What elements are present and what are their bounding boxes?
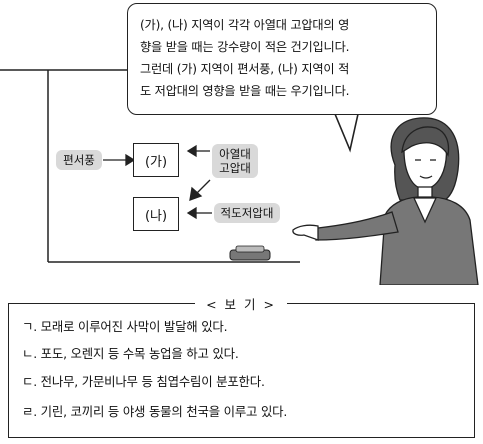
speech-bubble [127, 3, 437, 115]
subtropical-high-label: 아열대 고압대 [212, 144, 258, 178]
subtropical-high-line: 아열대 [219, 147, 251, 161]
region-na-box: (나) [133, 197, 179, 231]
bogi-title: < 보 기 > [195, 294, 287, 312]
bogi-item: ㄱ. 모래로 이루어진 사막이 발달해 있다. [22, 319, 228, 334]
region-ga-box: (가) [133, 143, 179, 177]
teacher-scene: (가), (나) 지역이 각각 아열대 고압대의 영 향을 받을 때는 강수량이… [0, 3, 479, 285]
speech-line: 향을 받을 때는 강수량이 적은 건기입니다. [140, 40, 350, 54]
equatorial-low-label: 적도저압대 [214, 203, 280, 223]
blackboard-illustration [0, 69, 479, 285]
speech-text: (가), (나) 지역이 각각 아열대 고압대의 영 향을 받을 때는 강수량이… [140, 14, 430, 102]
bogi-item: ㄴ. 포도, 오렌지 등 수목 농업을 하고 있다. [22, 346, 239, 361]
subtropical-high-line: 고압대 [219, 161, 251, 175]
speech-line: 도 저압대의 영향을 받을 때는 우기입니다. [140, 84, 350, 98]
teacher-figure [292, 117, 479, 285]
bogi-item: ㄹ. 기린, 코끼리 등 야생 동물의 천국을 이루고 있다. [22, 404, 288, 419]
speech-line: (가), (나) 지역이 각각 아열대 고압대의 영 [140, 18, 350, 32]
westerlies-label: 편서풍 [56, 150, 102, 170]
speech-line: 그런데 (가) 지역이 편서풍, (나) 지역이 적 [140, 62, 350, 76]
bogi-item: ㄷ. 전나무, 가문비나무 등 침엽수림이 분포한다. [22, 374, 265, 389]
